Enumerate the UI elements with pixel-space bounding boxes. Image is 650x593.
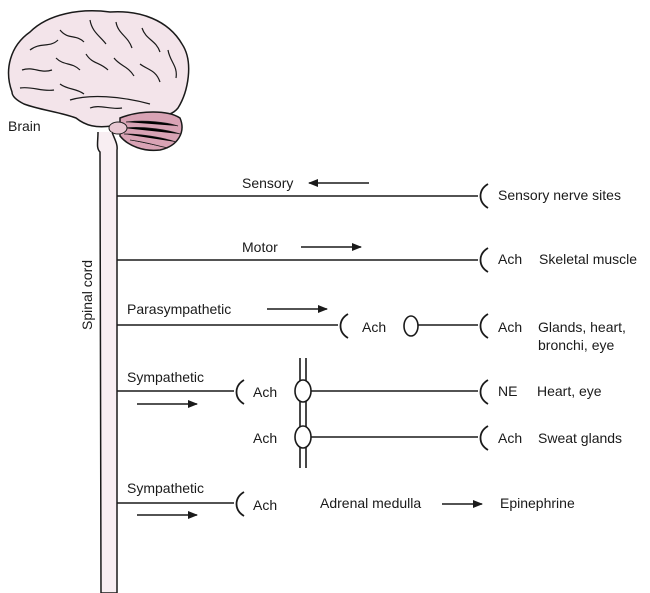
ganglion-transmitter: Ach xyxy=(253,384,277,400)
pathway-label: Parasympathetic xyxy=(127,301,231,317)
target-label-line2: bronchi, eye xyxy=(538,337,614,353)
ganglion-transmitter: Ach xyxy=(253,430,277,446)
target-transmitter: Ach xyxy=(498,430,522,446)
pathway-parasympathetic: Parasympathetic Ach Ach Glands, heart, b… xyxy=(117,301,626,353)
pathway-motor: Motor Ach Skeletal muscle xyxy=(117,239,637,273)
pathway-label: Motor xyxy=(242,239,278,255)
pathway-label: Sympathetic xyxy=(127,480,204,496)
target-transmitter: Ach xyxy=(498,251,522,267)
synapse-icon xyxy=(235,379,245,405)
brain-illustration xyxy=(7,10,190,152)
synapse-icon xyxy=(479,247,489,273)
spinal-cord-label: Spinal cord xyxy=(79,260,95,330)
target-label-line1: Glands, heart, xyxy=(538,319,626,335)
synapse-icon xyxy=(339,313,349,339)
cerebellum-lines xyxy=(123,120,181,149)
brain-label: Brain xyxy=(8,118,41,134)
target-transmitter: Ach xyxy=(498,319,522,335)
ganglion-icon xyxy=(294,425,312,449)
synapse-icon xyxy=(479,379,489,405)
product-label: Epinephrine xyxy=(500,495,575,511)
organ-label: Adrenal medulla xyxy=(320,495,421,511)
cerebellum xyxy=(119,111,183,152)
ganglion-transmitter: Ach xyxy=(362,319,386,335)
pathway-sympathetic-chain: Sympathetic Ach NE Heart, eye Ach Ach Sw… xyxy=(117,358,622,468)
ganglion-icon xyxy=(403,315,419,337)
synapse-icon xyxy=(479,425,489,451)
ganglion-transmitter: Ach xyxy=(253,497,277,513)
pathway-sensory: Sensory Sensory nerve sites xyxy=(117,175,621,209)
synapse-icon xyxy=(235,491,245,517)
target-label: Sensory nerve sites xyxy=(498,187,621,203)
spinal-cord xyxy=(96,131,118,593)
target-label: Sweat glands xyxy=(538,430,622,446)
ganglion-icon xyxy=(294,379,312,403)
brain-folds xyxy=(19,19,177,110)
synapse-icon xyxy=(479,183,489,209)
synapse-icon xyxy=(479,313,489,339)
pons xyxy=(108,121,128,135)
pathway-label: Sympathetic xyxy=(127,369,204,385)
pathway-sympathetic-adrenal: Sympathetic Ach Adrenal medulla Epinephr… xyxy=(117,480,575,519)
pathway-label: Sensory xyxy=(242,175,293,191)
target-label: Heart, eye xyxy=(537,383,602,399)
target-transmitter: NE xyxy=(498,383,517,399)
target-label: Skeletal muscle xyxy=(539,251,637,267)
cerebrum xyxy=(7,10,190,128)
